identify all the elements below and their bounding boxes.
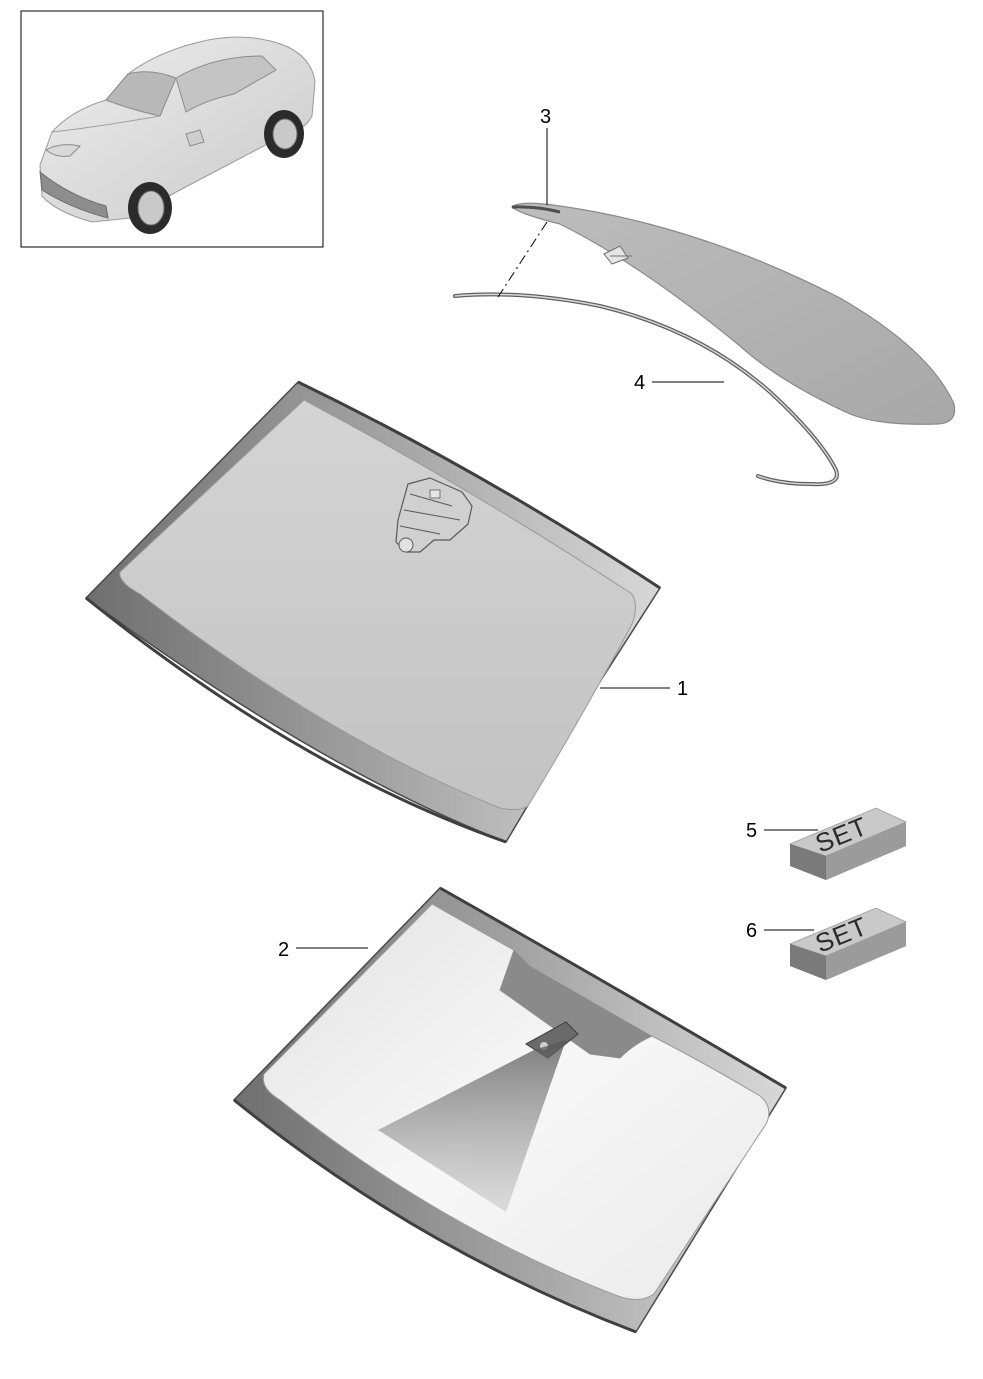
callout-2: 2 [278, 939, 289, 961]
sensor-bracket [395, 477, 473, 553]
callout-3: 3 [540, 106, 551, 128]
callout-5: 5 [746, 820, 757, 842]
windshield [84, 380, 662, 844]
kit-box-6: SET [788, 907, 907, 980]
callout-4: 4 [634, 372, 645, 394]
kit-box-5: SET [788, 807, 907, 880]
assembly-line [497, 221, 548, 298]
callout-1: 1 [677, 678, 688, 700]
rear-window-seal [453, 292, 839, 487]
car-illustration [39, 36, 316, 234]
callout-6: 6 [746, 920, 757, 942]
leader-lines [296, 128, 818, 949]
rear-window [511, 202, 956, 425]
vehicle-thumbnail [20, 10, 324, 248]
windshield-variant [232, 886, 788, 1334]
callout-numbers: 1 2 3 4 5 6 [278, 106, 757, 961]
